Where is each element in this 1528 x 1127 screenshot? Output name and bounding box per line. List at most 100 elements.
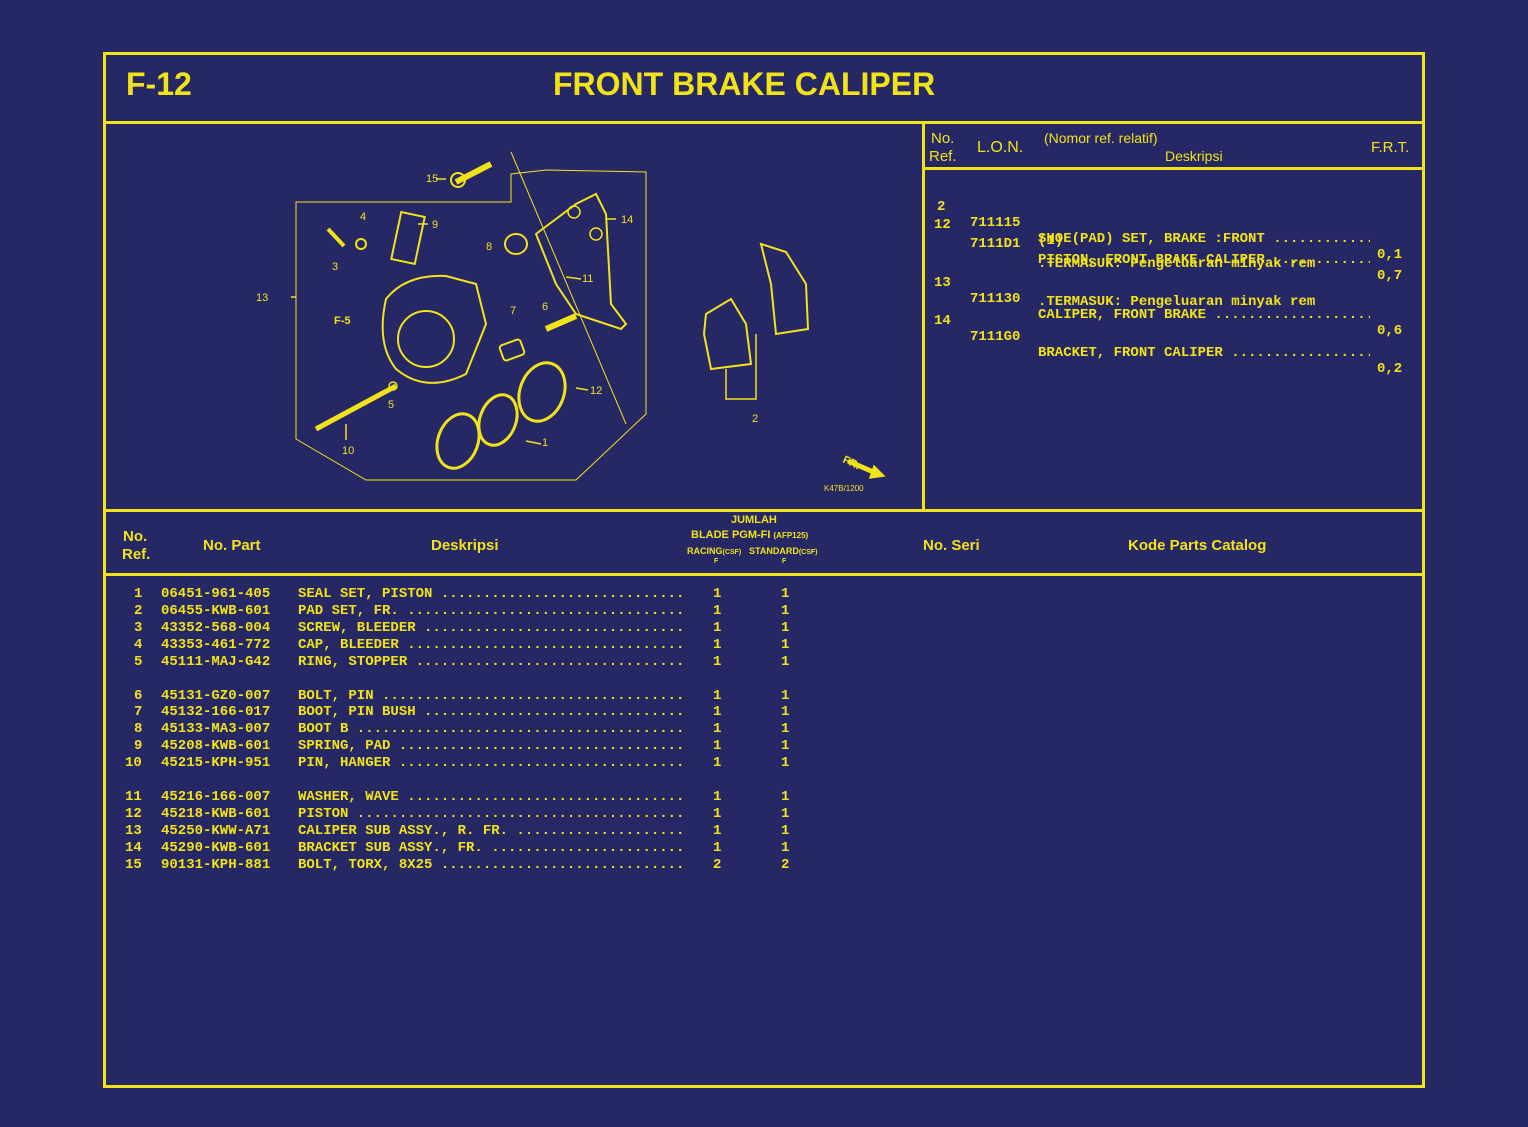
hanger-pin-shape [314, 383, 398, 432]
qty-racing-cell: 2 [713, 857, 722, 873]
standard-code: (CSF) [798, 549, 818, 556]
qty-standard-cell: 1 [781, 688, 790, 704]
lon-col-lon: L.O.N. [977, 139, 1024, 156]
description-cell: PIN, HANGER ............................… [298, 755, 684, 771]
qty-standard-cell: 1 [781, 840, 790, 856]
callout-f5: F-5 [334, 315, 351, 327]
qty-standard-cell: 1 [781, 603, 790, 619]
lon-code: 711115 [970, 215, 1021, 231]
qty-standard-cell: 1 [781, 721, 790, 737]
part-number-cell: 06451-961-405 [161, 586, 271, 602]
callout-8: 8 [486, 241, 492, 253]
qty-racing-cell: 1 [713, 620, 722, 636]
callout-7: 7 [510, 305, 516, 317]
qty-racing-cell: 1 [713, 789, 722, 805]
description-cell: BRACKET SUB ASSY., FR. .................… [298, 840, 684, 856]
parts-col-f2: F [782, 558, 787, 565]
qty-standard-cell: 1 [781, 620, 790, 636]
description-cell: BOOT B .................................… [298, 721, 684, 737]
part-number-cell: 43352-568-004 [161, 620, 271, 636]
lon-desc: PISTON, FRONT BRAKE CALIPER ............… [1038, 252, 1370, 268]
caliper-body-shape [381, 274, 488, 384]
description-cell: RING, STOPPER ..........................… [298, 654, 684, 670]
ref-cell: 1 [134, 586, 143, 602]
parts-table-top-divider [103, 509, 1425, 512]
lon-code: 7111D1 [970, 236, 1021, 252]
parts-col-seri: No. Seri [923, 537, 980, 554]
description-cell: WASHER, WAVE ...........................… [298, 789, 684, 805]
description-cell: BOLT, TORX, 8X25 .......................… [298, 857, 684, 873]
qty-standard-cell: 1 [781, 789, 790, 805]
table-row: 12 (1) [0, 201, 1063, 265]
qty-standard-cell: 1 [781, 586, 790, 602]
seal-ring-2 [477, 393, 519, 447]
ref-cell: 8 [134, 721, 143, 737]
lon-desc: .TERMASUK: Pengeluaran minyak rem [1038, 256, 1316, 272]
brake-pad-left [702, 297, 753, 371]
table-row: 2 711115 SHOE(PAD) SET, BRAKE :FRONT ...… [0, 183, 1402, 279]
callout-10: 10 [342, 445, 354, 457]
part-number-cell: 45290-KWB-601 [161, 840, 271, 856]
part-number-cell: 45132-166-017 [161, 704, 271, 720]
parts-col-part: No. Part [203, 537, 261, 554]
model-name: BLADE PGM-FI [691, 529, 771, 541]
lon-col-no: No. [931, 130, 955, 147]
parts-header-divider [103, 573, 1425, 576]
parts-col-kode: Kode Parts Catalog [1128, 537, 1267, 554]
part-number-cell: 45216-166-007 [161, 789, 271, 805]
description-cell: BOLT, PIN ..............................… [298, 688, 684, 704]
qty-racing-cell: 1 [713, 704, 722, 720]
header-divider [103, 121, 1425, 124]
diagram-divider [922, 121, 925, 511]
table-row: 13 711130 CALIPER, FRONT BRAKE .........… [0, 259, 1402, 355]
callout-4: 4 [360, 211, 366, 223]
lon-desc: (1) [1038, 233, 1064, 249]
assembly-outline [295, 169, 647, 481]
lon-col-nomor: (Nomor ref. relatif) [1044, 130, 1158, 146]
racing-code: (CSF) [722, 549, 742, 556]
parts-col-jumlah: JUMLAH [731, 514, 777, 526]
model-code: (AFP125) [773, 531, 809, 540]
exploded-diagram: 15 4 9 14 3 8 11 13 F-5 6 7 5 12 10 1 2 … [256, 151, 886, 493]
lon-col-frt: F.R.T. [1371, 139, 1410, 156]
qty-racing-cell: 1 [713, 721, 722, 737]
racing-label: RACING [687, 546, 723, 556]
part-number-cell: 45218-KWB-601 [161, 806, 271, 822]
page-title: FRONT BRAKE CALIPER [553, 66, 936, 102]
lon-header-divider [922, 167, 1422, 170]
parts-col-racing: RACING(CSF) [687, 546, 741, 556]
description-cell: BOOT, PIN BUSH .........................… [298, 704, 684, 720]
parts-col-no: No. [123, 528, 148, 545]
parts-col-model: BLADE PGM-FI (AFP125) [691, 529, 808, 541]
callout-2: 2 [752, 413, 758, 425]
parts-col-desc: Deskripsi [431, 537, 499, 554]
lon-frt: 0,6 [1377, 323, 1403, 339]
qty-standard-cell: 1 [781, 738, 790, 754]
part-number-cell: 06455-KWB-601 [161, 603, 271, 619]
qty-standard-cell: 1 [781, 823, 790, 839]
qty-standard-cell: 1 [781, 654, 790, 670]
callout-3: 3 [332, 261, 338, 273]
lon-col-desc: Deskripsi [1165, 148, 1223, 164]
callout-14: 14 [621, 214, 633, 226]
pad-spring-shape [390, 210, 426, 266]
callout-12: 12 [590, 385, 602, 397]
qty-racing-cell: 1 [713, 603, 722, 619]
qty-standard-cell: 1 [781, 755, 790, 771]
lon-frt: 0,7 [1377, 268, 1403, 284]
callout-5: 5 [388, 399, 394, 411]
table-row: .TERMASUK: Pengeluaran minyak rem [0, 278, 1315, 326]
bolt-15-shape [454, 161, 493, 185]
diagram-code: K47B/1200 [824, 484, 864, 493]
lon-frt: 0,1 [1377, 247, 1403, 263]
catalog-page-frame [103, 52, 1425, 1088]
qty-racing-cell: 1 [713, 840, 722, 856]
lon-desc: .TERMASUK: Pengeluaran minyak rem [1038, 294, 1316, 310]
qty-standard-cell: 1 [781, 806, 790, 822]
caliper-piston-bore [397, 310, 455, 368]
description-cell: CALIPER SUB ASSY., R. FR. ..............… [298, 823, 684, 839]
ref-cell: 6 [134, 688, 143, 704]
qty-racing-cell: 1 [713, 654, 722, 670]
ref-cell: 15 [125, 857, 142, 873]
part-number-cell: 45131-GZ0-007 [161, 688, 271, 704]
